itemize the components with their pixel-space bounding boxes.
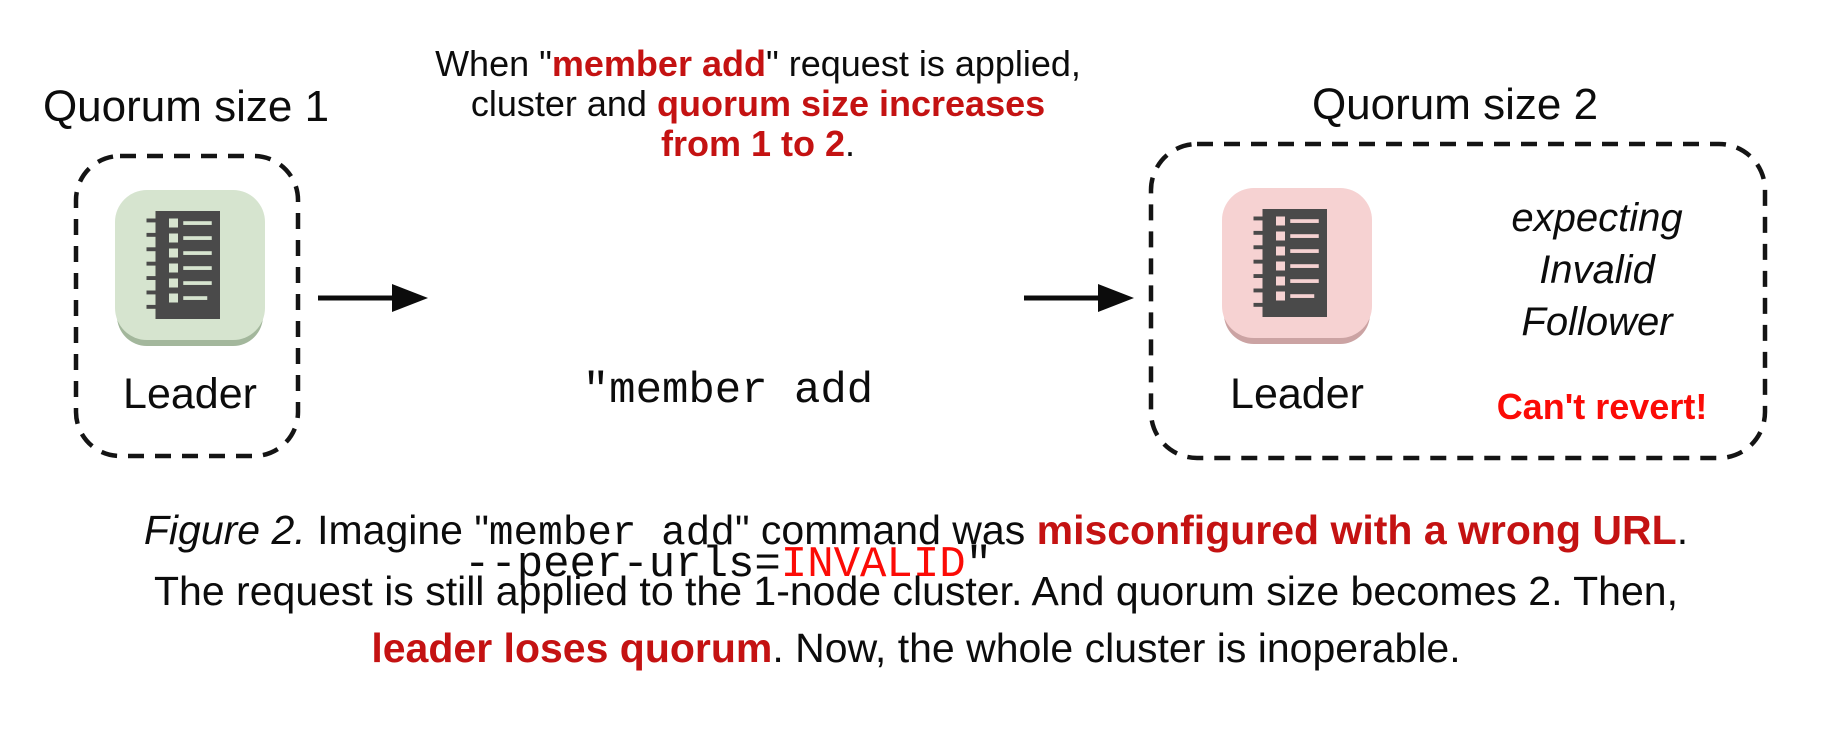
caption-line: Figure 2. Imagine "member add" command w… [143, 507, 1689, 557]
left-cluster-title: Quorum size 1 [42, 82, 330, 131]
left-cluster-boundary [73, 153, 301, 459]
expecting-line: Invalid [1539, 248, 1655, 292]
member-add-command: "member add --peer-urls=INVALID" [378, 246, 1078, 710]
right-leader-label: Leader [1230, 370, 1364, 418]
expecting-line: expecting [1511, 196, 1683, 240]
expecting-invalid-follower-note: expecting Invalid Follower [1447, 192, 1747, 348]
right-cluster-boundary [1148, 141, 1768, 461]
command-line: --peer-urls=INVALID" [463, 540, 993, 590]
cant-revert-warning: Can't revert! [1496, 386, 1708, 427]
caption-line: The request is still applied to the 1-no… [154, 568, 1678, 614]
figure-caption: Figure 2. Imagine "member add" command w… [0, 502, 1832, 677]
note-line: from 1 to 2. [660, 123, 856, 164]
expecting-line: Follower [1521, 300, 1673, 344]
caption-line: leader loses quorum. Now, the whole clus… [371, 625, 1461, 671]
left-leader-label: Leader [123, 370, 257, 418]
note-line: cluster and quorum size increases [470, 83, 1046, 124]
member-add-note: When "member add" request is applied, cl… [408, 44, 1108, 164]
leader-server-list-icon [115, 190, 265, 340]
server-list-glyph [146, 211, 220, 319]
arrow-right-icon [318, 284, 428, 312]
right-cluster-title: Quorum size 2 [1311, 80, 1599, 129]
leader-server-list-icon [1222, 188, 1372, 338]
note-line: When "member add" request is applied, [435, 43, 1081, 84]
arrow-right-icon [1024, 284, 1134, 312]
server-list-glyph [1253, 209, 1327, 317]
command-line: "member add [582, 366, 874, 416]
